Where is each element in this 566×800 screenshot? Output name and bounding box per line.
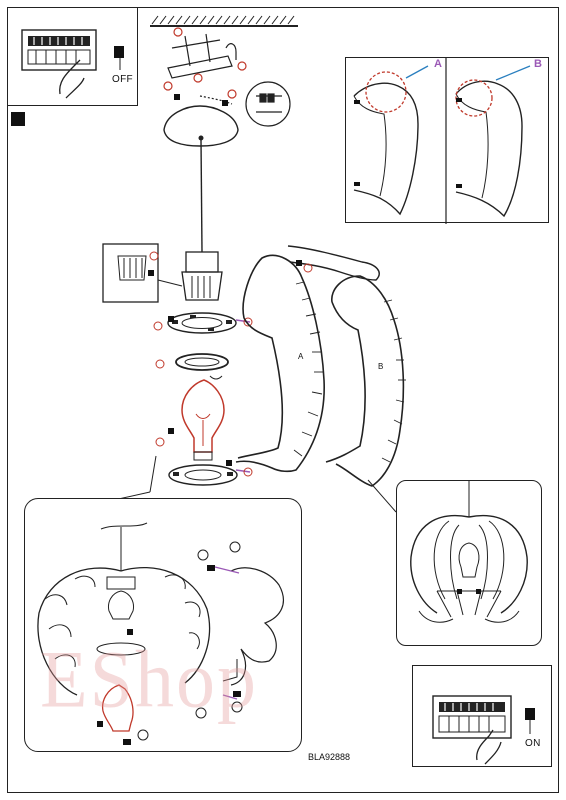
shade-detail-illustration (346, 58, 550, 224)
watermark: EShop (40, 632, 258, 727)
shade-detail-panel: A B (345, 57, 549, 223)
detail-mark-b: B (534, 58, 542, 70)
breaker-on-illustration (413, 666, 553, 768)
switch-on-label: ON (525, 738, 541, 749)
product-code: BLA92888 (308, 752, 350, 762)
assembled-view-panel (396, 480, 542, 646)
power-on-panel: ON (412, 665, 552, 767)
assembled-lamp-illustration (397, 481, 543, 647)
detail-mark-a: A (434, 58, 442, 70)
shade-b-label: B (378, 362, 383, 371)
shade-a-label: A (298, 352, 303, 361)
